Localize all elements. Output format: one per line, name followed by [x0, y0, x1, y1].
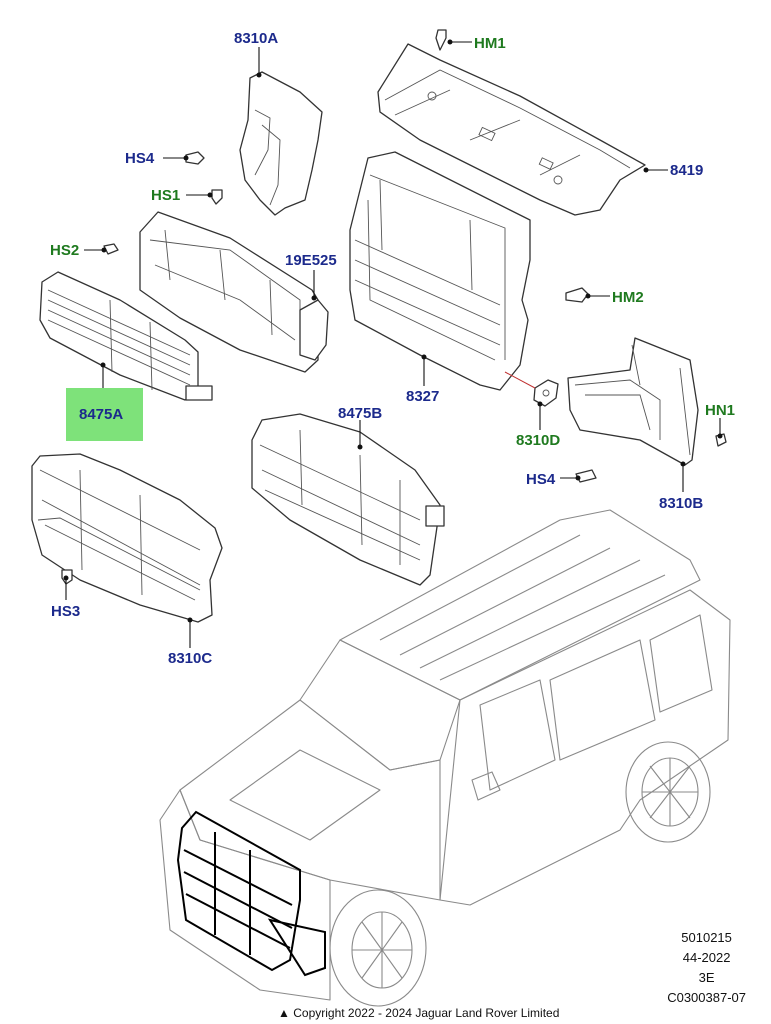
upper-panel-8419	[377, 43, 646, 216]
label-HS4-top: HS4	[125, 150, 155, 167]
label-highlight-8475A	[66, 388, 143, 441]
surround-8327	[349, 151, 531, 391]
label-8310C: 8310C	[168, 650, 213, 667]
grille-8310C	[31, 453, 223, 623]
deflector-8310B	[567, 337, 699, 466]
label-8310D: 8310D	[516, 432, 561, 449]
drawing-reference: 5010215 44-2022 3E C0300387-07	[667, 928, 746, 1008]
label-19E525: 19E525	[285, 252, 337, 269]
shutter-8475B	[251, 413, 445, 586]
copyright-text: Copyright 2022 - 2024 Jaguar Land Rover …	[293, 1006, 560, 1020]
bracket-8310D	[504, 371, 559, 407]
shutter-8475A	[39, 271, 213, 401]
frame-19E525	[139, 211, 329, 373]
label-8327: 8327	[406, 388, 440, 405]
label-HS4-bottom: HS4	[526, 471, 556, 488]
label-HM2: HM2	[612, 289, 644, 306]
leader-lines	[63, 39, 723, 648]
label-HS2: HS2	[50, 242, 80, 259]
vehicle-illustration	[159, 509, 731, 1007]
reference-line-4: C0300387-07	[667, 990, 746, 1005]
copyright-notice: ▲ Copyright 2022 - 2024 Jaguar Land Rove…	[278, 1006, 559, 1020]
label-8419: 8419	[670, 162, 704, 179]
label-HN1: HN1	[705, 402, 736, 419]
label-HM1: HM1	[474, 35, 506, 52]
label-HS3: HS3	[51, 603, 81, 620]
label-8310A: 8310A	[234, 30, 279, 47]
label-HS1: HS1	[151, 187, 181, 204]
reference-line-1: 5010215	[681, 930, 732, 945]
reference-line-2: 44-2022	[682, 950, 731, 965]
reference-line-3: 3E	[698, 970, 715, 985]
label-8475B: 8475B	[338, 405, 383, 422]
fasteners	[61, 29, 727, 585]
label-8475A: 8475A	[79, 406, 124, 423]
deflector-8310A	[239, 71, 323, 216]
copyright-icon: ▲	[278, 1006, 290, 1020]
label-8310B: 8310B	[659, 495, 704, 512]
